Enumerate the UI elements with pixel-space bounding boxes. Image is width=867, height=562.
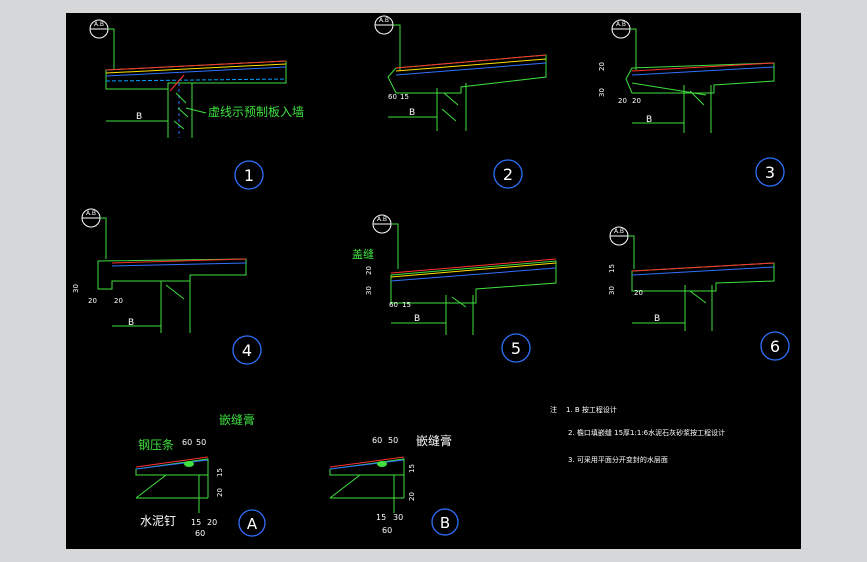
svg-text:15: 15 bbox=[608, 264, 616, 273]
label-steel-strip: 钢压条 bbox=[138, 438, 174, 452]
detail-letter-b: B bbox=[440, 514, 450, 532]
dim-b: B bbox=[136, 112, 142, 122]
note-line-3: 3. 可采用平面分开变封的水层面 bbox=[568, 455, 668, 464]
detail-1: A.B B 虚线示预制板入墙 1 bbox=[89, 19, 304, 190]
svg-text:50: 50 bbox=[196, 438, 206, 447]
detail-3: A.B B 20 30 20 20 3 bbox=[598, 19, 785, 187]
detail-number-5: 5 bbox=[511, 339, 521, 358]
svg-text:30: 30 bbox=[598, 88, 606, 97]
note-line-1: 1. B 按工程设计 bbox=[566, 405, 617, 414]
svg-text:20: 20 bbox=[88, 297, 97, 305]
label-cover-joint: 盖缝 bbox=[352, 247, 374, 261]
svg-text:20: 20 bbox=[365, 266, 373, 275]
callout-tag: A.B bbox=[94, 21, 104, 28]
detail-letter-a: A bbox=[247, 515, 258, 533]
notes-prefix: 注 bbox=[550, 405, 557, 414]
detail-number-4: 4 bbox=[242, 341, 252, 360]
detail-number-2: 2 bbox=[503, 165, 513, 184]
callout-tag: A.B bbox=[379, 17, 389, 24]
svg-text:30: 30 bbox=[393, 513, 403, 522]
svg-text:60: 60 bbox=[388, 93, 397, 101]
detail-4: A.B B 30 20 20 4 bbox=[72, 208, 262, 365]
note-line-2: 2. 檐口填嵌缝 15厚1:1:6水泥石灰砂浆按工程设计 bbox=[568, 428, 725, 437]
detail-5: A.B B 盖缝 20 30 60 15 5 bbox=[352, 214, 557, 363]
detail-number-1: 1 bbox=[244, 166, 254, 185]
svg-text:B: B bbox=[128, 318, 134, 328]
svg-text:60: 60 bbox=[382, 526, 392, 535]
svg-text:A.B: A.B bbox=[614, 228, 624, 235]
svg-text:20: 20 bbox=[618, 97, 627, 105]
detail-number-3: 3 bbox=[765, 163, 775, 182]
notes: 注 1. B 按工程设计 2. 檐口填嵌缝 15厚1:1:6水泥石灰砂浆按工程设… bbox=[550, 405, 725, 464]
cad-drawing-canvas: A.B B 虚线示预制板入墙 1 A.B B 60 15 bbox=[66, 13, 801, 549]
svg-text:60: 60 bbox=[389, 301, 398, 309]
label-sealant: 嵌缝膏 bbox=[416, 433, 452, 448]
svg-text:B: B bbox=[414, 314, 420, 324]
svg-text:60: 60 bbox=[182, 438, 192, 447]
svg-text:B: B bbox=[409, 108, 415, 118]
svg-text:20: 20 bbox=[207, 518, 217, 527]
svg-text:60: 60 bbox=[372, 436, 382, 445]
svg-text:20: 20 bbox=[114, 297, 123, 305]
svg-text:60: 60 bbox=[195, 529, 205, 538]
svg-text:B: B bbox=[646, 115, 652, 125]
svg-text:50: 50 bbox=[388, 436, 398, 445]
svg-text:30: 30 bbox=[365, 286, 373, 295]
svg-text:20: 20 bbox=[634, 289, 643, 297]
svg-text:15: 15 bbox=[216, 468, 224, 477]
detail-b: 嵌缝膏 60 50 15 30 60 15 20 B bbox=[329, 433, 459, 536]
svg-text:20: 20 bbox=[632, 97, 641, 105]
label-sealant: 嵌缝膏 bbox=[219, 412, 255, 427]
svg-text:15: 15 bbox=[191, 518, 201, 527]
detail-2: A.B B 60 15 2 bbox=[374, 15, 547, 189]
detail-a: 嵌缝膏 钢压条 水泥钉 60 50 15 20 60 15 20 A bbox=[135, 412, 266, 538]
svg-text:B: B bbox=[654, 314, 660, 324]
detail-6: A.B B 15 30 20 6 bbox=[608, 226, 790, 361]
note-precast-slab: 虚线示预制板入墙 bbox=[208, 105, 304, 119]
svg-text:15: 15 bbox=[376, 513, 386, 522]
svg-text:15: 15 bbox=[408, 464, 416, 473]
svg-text:30: 30 bbox=[72, 284, 80, 293]
svg-text:15: 15 bbox=[400, 93, 409, 101]
label-cement-nail: 水泥钉 bbox=[140, 514, 176, 528]
svg-text:A.B: A.B bbox=[86, 210, 96, 217]
svg-text:20: 20 bbox=[408, 492, 416, 501]
detail-number-6: 6 bbox=[770, 337, 780, 356]
svg-text:A.B: A.B bbox=[616, 21, 626, 28]
svg-text:20: 20 bbox=[598, 62, 606, 71]
svg-text:A.B: A.B bbox=[377, 216, 387, 223]
svg-text:20: 20 bbox=[216, 488, 224, 497]
svg-text:30: 30 bbox=[608, 286, 616, 295]
svg-text:15: 15 bbox=[402, 301, 411, 309]
